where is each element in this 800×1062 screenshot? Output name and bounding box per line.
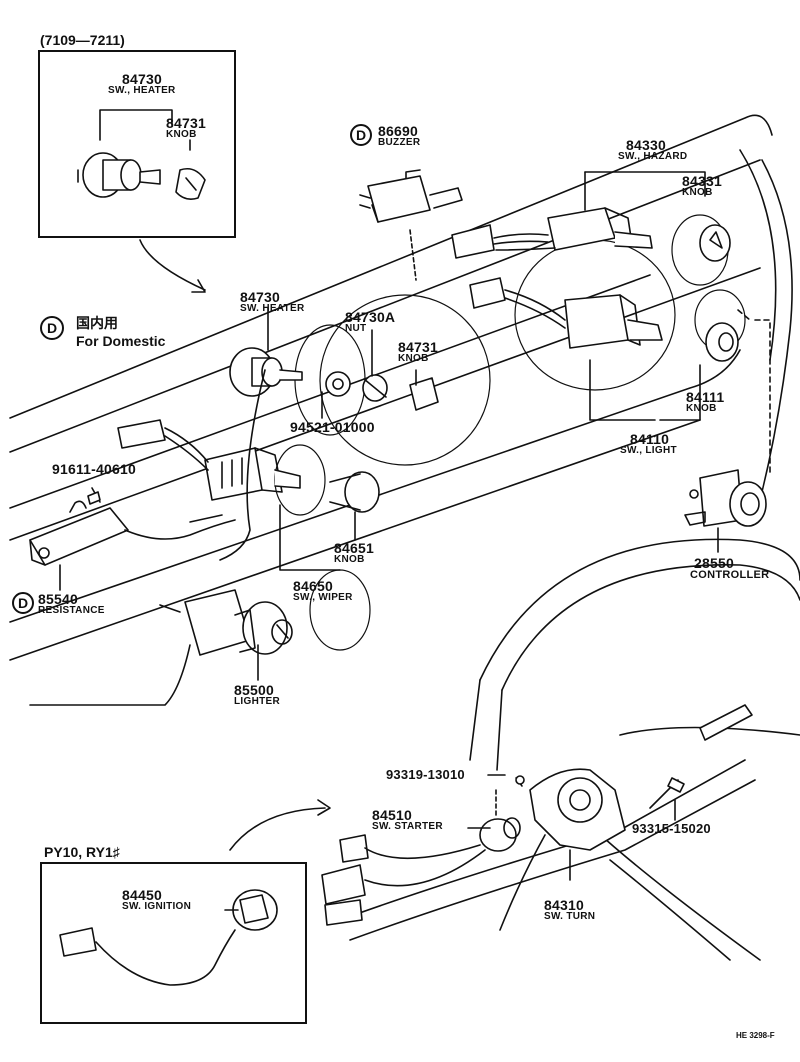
inset-arrow-bottom bbox=[229, 807, 326, 851]
label-85540: D 85540 RESISTANCE bbox=[12, 592, 104, 616]
controller bbox=[684, 309, 771, 553]
inset-heater-switch bbox=[77, 109, 206, 200]
label-84651: 84651 KNOB bbox=[334, 540, 374, 565]
lighter bbox=[29, 589, 293, 706]
turn-switch bbox=[529, 768, 685, 881]
bottom-inset-models: PY10, RY1♯ bbox=[44, 844, 120, 860]
starter-switch bbox=[321, 774, 525, 926]
buzzer bbox=[359, 169, 463, 223]
label-28550: 28550 CONTROLLER bbox=[690, 555, 770, 581]
domestic-jp: 国内用 bbox=[76, 315, 118, 331]
label-84650: 84650 SW., WIPER bbox=[293, 578, 353, 603]
label-84110: 84110 SW., LIGHT bbox=[620, 431, 677, 456]
label-84730-inset: 84730 SW., HEATER bbox=[108, 71, 176, 96]
label-84730: 84730 SW. HEATER bbox=[240, 289, 305, 314]
domestic-note: D 国内用 For Domestic bbox=[40, 316, 165, 348]
label-85500: 85500 LIGHTER bbox=[234, 682, 280, 707]
label-91611: 91611-40610 bbox=[52, 461, 136, 477]
hazard-switch bbox=[451, 171, 731, 262]
label-84510: 84510 SW. STARTER bbox=[372, 807, 443, 832]
light-switch bbox=[469, 277, 739, 421]
label-86690: D 86690 BUZZER bbox=[350, 124, 420, 148]
inset-ignition-switch bbox=[59, 889, 278, 986]
footer-code: HE 3298-F bbox=[736, 1031, 775, 1040]
top-inset-range: (7109—7211) bbox=[40, 32, 125, 48]
heater-switch bbox=[229, 307, 439, 419]
label-84331: 84331 KNOB bbox=[682, 173, 722, 198]
label-84731: 84731 KNOB bbox=[398, 339, 438, 364]
label-84450: 84450 SW. IGNITION bbox=[122, 887, 192, 912]
inset-arrowhead-bottom bbox=[317, 799, 331, 816]
label-93315: 93315-15020 bbox=[632, 821, 711, 836]
label-84310: 84310 SW. TURN bbox=[544, 897, 596, 922]
buzzer-dash bbox=[409, 229, 417, 281]
label-84730A: 84730A NUT bbox=[345, 309, 396, 334]
top-inset-frame bbox=[38, 50, 236, 238]
inset-arrow-top bbox=[139, 239, 206, 291]
inset-arrowhead-top bbox=[191, 279, 206, 293]
domestic-badge: D bbox=[40, 316, 64, 340]
bottom-inset-frame bbox=[40, 862, 307, 1024]
label-93319: 93319-13010 bbox=[386, 767, 465, 782]
domestic-en: For Domestic bbox=[76, 333, 166, 349]
label-84330: 84330 SW., HAZARD bbox=[618, 137, 688, 162]
label-84731-inset: 84731 KNOB bbox=[166, 115, 206, 140]
resistance bbox=[29, 369, 266, 591]
label-94521: 94521-01000 bbox=[290, 419, 375, 435]
label-84111: 84111 KNOB bbox=[686, 389, 725, 414]
steering-wheel bbox=[469, 538, 800, 961]
